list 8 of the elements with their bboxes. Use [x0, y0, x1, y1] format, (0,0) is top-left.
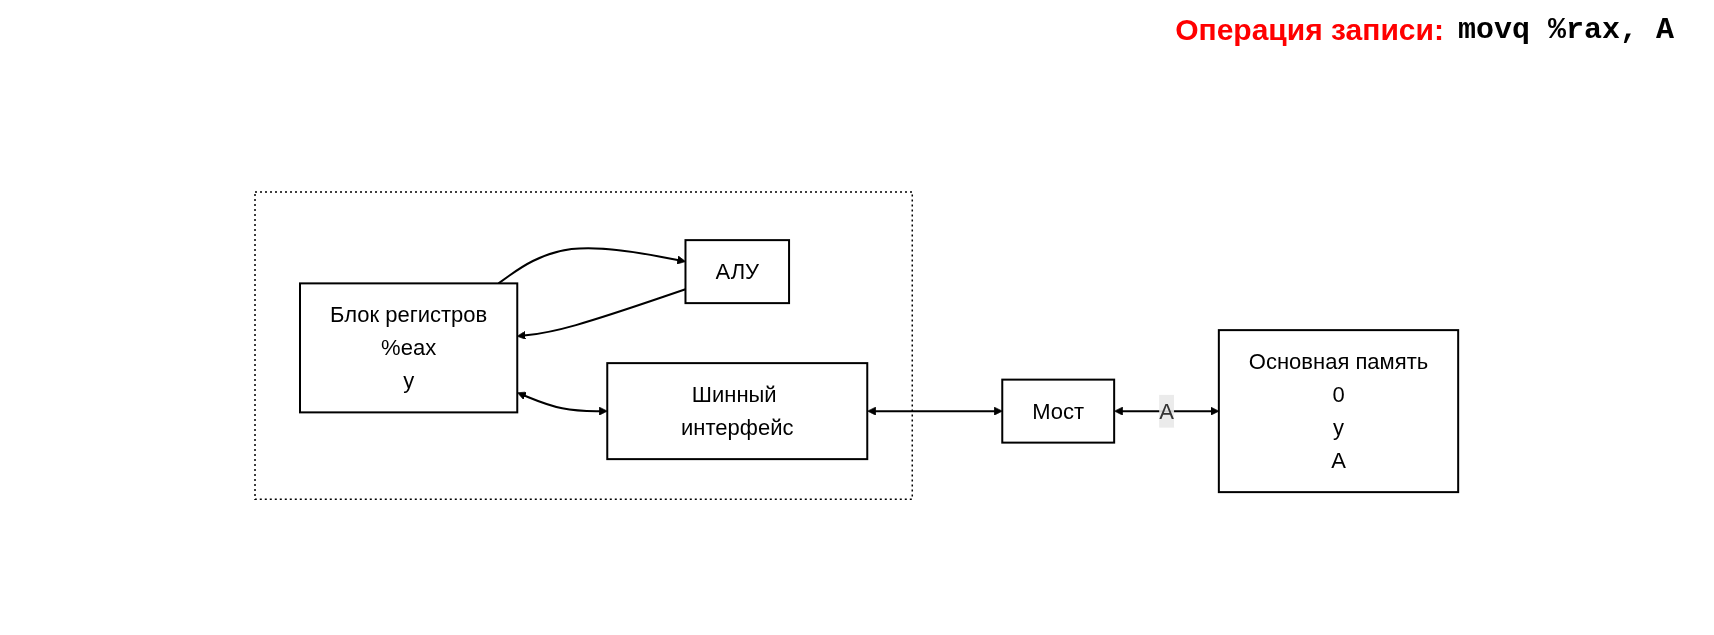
edge-label: A — [1159, 398, 1175, 424]
instruction-code: movq %rax, A — [1457, 13, 1674, 47]
node-box: Основная память 0 y A — [1218, 328, 1460, 493]
node-box: Шинный интерфейс — [606, 361, 869, 460]
node-box: Блок регистров %eax y — [299, 281, 519, 413]
node-box: АЛУ — [684, 238, 791, 304]
node-box: Мост — [1001, 378, 1116, 444]
operation-heading: Операция записи: — [1175, 13, 1444, 47]
